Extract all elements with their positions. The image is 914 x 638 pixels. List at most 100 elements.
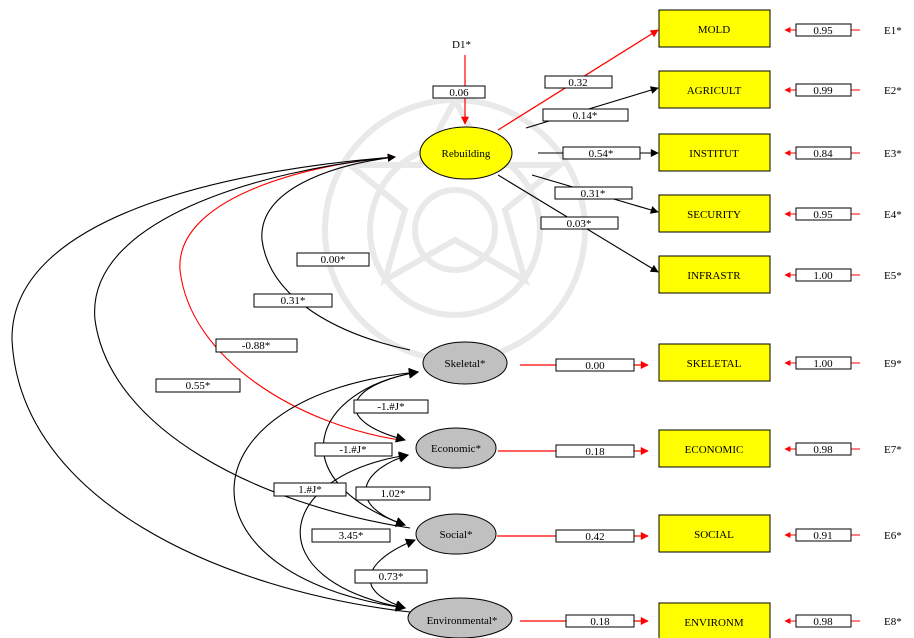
svg-text:ENVIRONM: ENVIRONM [684, 617, 743, 629]
error-e7: 0.98 E7* [784, 442, 902, 456]
svg-text:0.14*: 0.14* [573, 110, 598, 122]
indicator-skeletal: SKELETAL [658, 343, 771, 382]
path-rebuilding-agricult [525, 86, 659, 129]
svg-text:1.00: 1.00 [813, 270, 833, 282]
cov-curve-social-rebuilding [94, 153, 411, 529]
cov-label-economic-environmental: 3.45* [311, 528, 391, 543]
disturbance-coef: 0.06 [449, 87, 469, 99]
disturbance-coef-box [432, 85, 486, 99]
svg-text:INFRASTR: INFRASTR [687, 270, 741, 282]
disturbance-name: D1* [452, 39, 471, 51]
svg-text:-1.#J*: -1.#J* [339, 444, 366, 456]
svg-text:0.99: 0.99 [813, 85, 833, 97]
svg-text:0.18: 0.18 [585, 446, 605, 458]
svg-text:Skeletal*: Skeletal* [445, 358, 486, 370]
svg-text:E2*: E2* [884, 85, 902, 97]
cov-curve-economic-rebuilding [179, 153, 401, 441]
svg-text:3.45*: 3.45* [339, 530, 364, 542]
svg-text:0.98: 0.98 [813, 616, 833, 628]
cov-label-skeletal-environmental: 1.#J* [273, 482, 347, 497]
indicator-institut: INSTITUT [658, 133, 771, 172]
svg-text:SKELETAL: SKELETAL [687, 358, 742, 370]
cov-label-skeletal-rebuilding: 0.00* [296, 252, 370, 267]
latent-rebuilding: Rebuilding [419, 126, 513, 180]
error-e1: 0.95 E1* [784, 23, 902, 37]
cov-label-economic-rebuilding: 0.31* [253, 293, 333, 308]
svg-text:AGRICULT: AGRICULT [687, 85, 742, 97]
cov-curve-skeletal-rebuilding [261, 153, 411, 351]
error-e4: 0.95 E4* [784, 207, 902, 221]
svg-text:0.03*: 0.03* [567, 218, 592, 230]
svg-text:Economic*: Economic* [431, 443, 481, 455]
svg-text:E1*: E1* [884, 25, 902, 37]
latent-economic: Economic* [415, 427, 497, 469]
loading-label-mold: 0.32 [544, 75, 613, 89]
svg-text:E3*: E3* [884, 148, 902, 160]
cov-curve-environmental-rebuilding [11, 153, 411, 613]
svg-text:SECURITY: SECURITY [687, 209, 741, 221]
error-e9: 1.00 E9* [784, 356, 902, 370]
svg-text:0.18: 0.18 [590, 616, 610, 628]
error-e6: 0.91 E6* [784, 528, 902, 542]
loading-label-institut: 0.54* [562, 146, 641, 160]
svg-text:SOCIAL: SOCIAL [694, 529, 734, 541]
svg-text:0.00*: 0.00* [321, 254, 346, 266]
svg-text:1.#J*: 1.#J* [298, 484, 322, 496]
error-e8: 0.98 E8* [784, 614, 902, 628]
latent-social: Social* [415, 513, 497, 555]
svg-text:E6*: E6* [884, 530, 902, 542]
svg-text:0.95: 0.95 [813, 25, 833, 37]
cov-curve-skeletal-environmental [233, 367, 419, 612]
cov-curve-economic-environmental [299, 451, 409, 612]
cov-label-skeletal-economic: -1.#J* [353, 399, 429, 414]
svg-text:0.31*: 0.31* [581, 188, 606, 200]
svg-text:0.42: 0.42 [585, 531, 604, 543]
error-e3: 0.84 E3* [784, 146, 902, 160]
svg-text:0.95: 0.95 [813, 209, 833, 221]
loading-label-infrastr: 0.03* [540, 216, 619, 230]
latent-environmental: Environmental* [407, 597, 513, 638]
svg-text:MOLD: MOLD [698, 24, 730, 36]
error-e5: 1.00 E5* [784, 268, 902, 282]
svg-text:INSTITUT: INSTITUT [689, 148, 739, 160]
svg-text:0.32: 0.32 [568, 77, 587, 89]
path-environmental: 0.18 [520, 614, 649, 628]
loading-label-agricult: 0.14* [542, 108, 629, 122]
svg-text:E9*: E9* [884, 358, 902, 370]
indicator-agricult: AGRICULT [658, 70, 771, 109]
svg-text:0.84: 0.84 [813, 148, 833, 160]
indicator-infrastr: INFRASTR [658, 255, 771, 294]
path-economic: 0.18 [498, 444, 649, 458]
svg-text:Rebuilding: Rebuilding [442, 148, 491, 160]
svg-text:Environmental*: Environmental* [427, 615, 498, 627]
latent-skeletal: Skeletal* [422, 341, 508, 385]
cov-label-social-rebuilding: -0.88* [215, 338, 298, 353]
svg-text:0.73*: 0.73* [379, 571, 404, 583]
svg-text:0.91: 0.91 [813, 530, 832, 542]
svg-text:E4*: E4* [884, 209, 902, 221]
svg-text:0.54*: 0.54* [589, 148, 614, 160]
path-social: 0.42 [497, 529, 649, 543]
svg-text:-0.88*: -0.88* [242, 340, 270, 352]
indicator-mold: MOLD [658, 9, 771, 48]
indicator-security: SECURITY [658, 194, 771, 233]
svg-text:Social*: Social* [440, 529, 473, 541]
error-e2: 0.99 E2* [784, 83, 902, 97]
svg-text:E5*: E5* [884, 270, 902, 282]
indicator-economic: ECONOMIC [658, 429, 771, 468]
svg-text:E7*: E7* [884, 444, 902, 456]
svg-text:E8*: E8* [884, 616, 902, 628]
svg-text:0.98: 0.98 [813, 444, 833, 456]
svg-text:1.00: 1.00 [813, 358, 833, 370]
loading-label-security: 0.31* [554, 186, 633, 200]
svg-text:0.55*: 0.55* [186, 380, 211, 392]
svg-text:0.31*: 0.31* [281, 295, 306, 307]
cov-label-economic-social: 1.02* [355, 486, 431, 501]
cov-curve-skeletal-social [322, 368, 419, 527]
indicator-environm: ENVIRONM [658, 602, 771, 638]
indicator-social: SOCIAL [658, 514, 771, 553]
cov-label-social-environmental: 0.73* [354, 569, 428, 584]
cov-label-skeletal-social: -1.#J* [314, 442, 393, 457]
svg-text:0.00: 0.00 [585, 360, 605, 372]
